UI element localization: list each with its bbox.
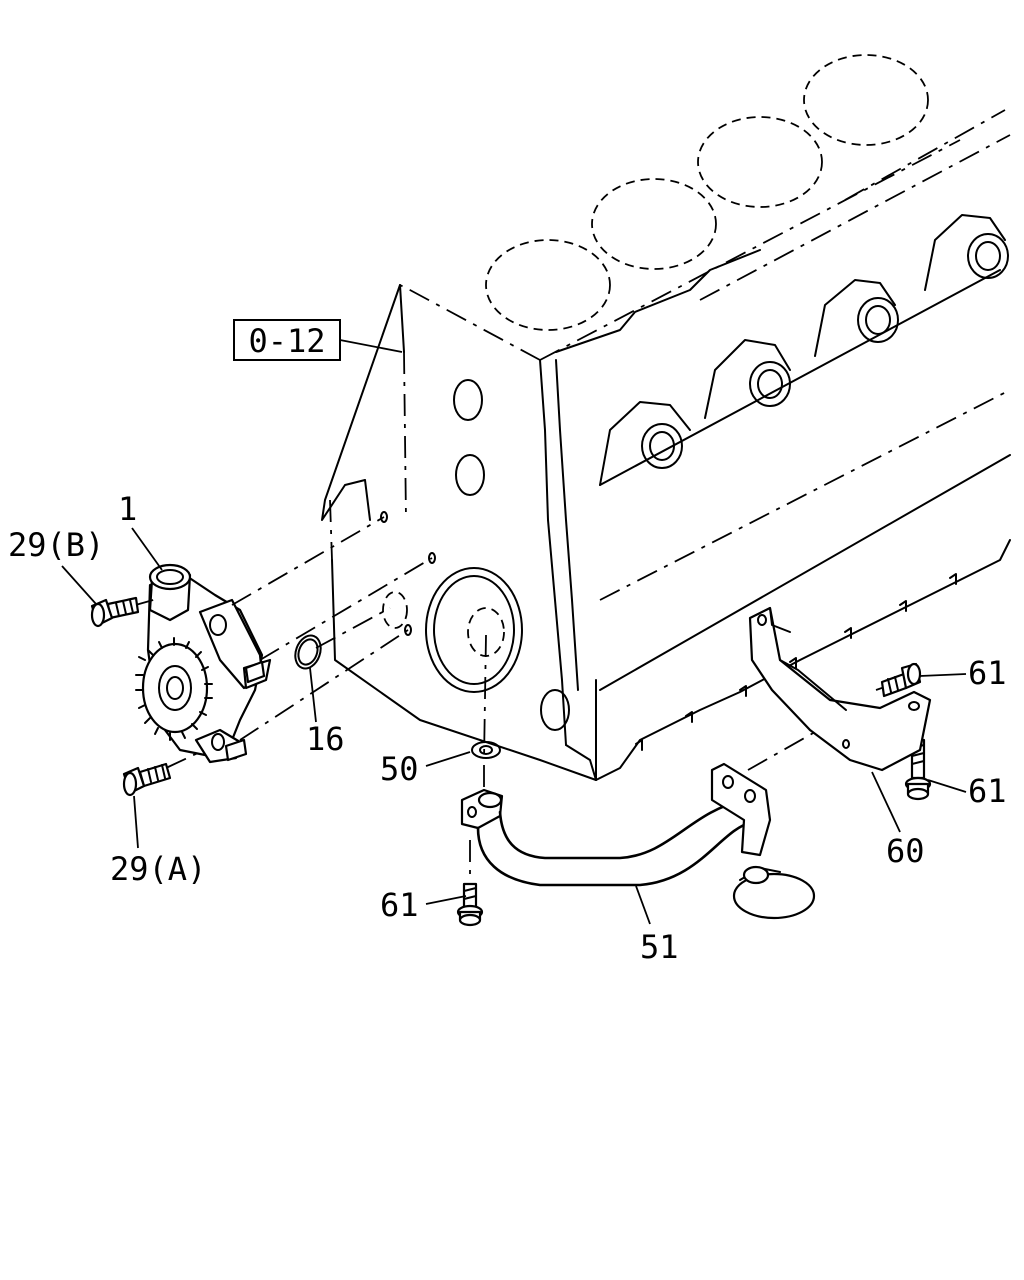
block-face-hole-3 xyxy=(540,689,570,731)
reference-box-label: 0-12 xyxy=(248,322,325,360)
callout-label: 61 xyxy=(968,654,1007,692)
callout-label: 29(A) xyxy=(110,850,206,888)
block-face-hole-4 xyxy=(382,591,408,629)
bolt-61-lower xyxy=(456,882,484,927)
callout-1: 1 xyxy=(118,490,163,571)
bolt-29a xyxy=(122,762,172,797)
callout-label: 16 xyxy=(306,720,345,758)
callout-61-lower: 61 xyxy=(380,886,467,924)
cylinder-bore-1 xyxy=(485,239,611,331)
oil-pump-gear xyxy=(135,637,213,741)
crankshaft-boss xyxy=(425,567,523,693)
cylinder-bore-3 xyxy=(697,116,823,208)
callout-label: 1 xyxy=(118,490,137,528)
callout-50: 50 xyxy=(380,750,471,788)
oil-strainer-pipe xyxy=(460,762,816,920)
callout-label: 50 xyxy=(380,750,419,788)
cylinder-bore-2 xyxy=(591,178,717,270)
callout-29b: 29(B) xyxy=(8,526,104,605)
callout-61-upper: 61 xyxy=(919,654,1007,692)
bolt-61-right xyxy=(904,738,932,801)
bracket xyxy=(748,606,932,772)
callout-60: 60 xyxy=(871,771,925,870)
callout-label: 61 xyxy=(968,772,1007,810)
oil-pump xyxy=(135,563,272,764)
bolt-61-upper xyxy=(880,662,922,698)
callout-label: 29(B) xyxy=(8,526,104,564)
engine-block xyxy=(321,54,1011,781)
cylinder-bore-4 xyxy=(803,54,929,146)
o-ring xyxy=(294,634,322,670)
callout-61-right: 61 xyxy=(927,772,1007,810)
callout-label: 51 xyxy=(640,928,679,966)
reference-box[interactable]: 0-12 xyxy=(233,319,341,361)
pump-outlet-port xyxy=(148,563,192,591)
gasket xyxy=(471,741,501,759)
callout-51: 51 xyxy=(635,885,679,966)
callout-29a: 29(A) xyxy=(110,795,206,888)
block-face-hole-1 xyxy=(453,379,483,421)
bolt-29b xyxy=(90,596,140,628)
block-face-hole-2 xyxy=(455,454,485,496)
callout-16: 16 xyxy=(306,667,345,758)
callout-label: 60 xyxy=(886,832,925,870)
callout-label: 61 xyxy=(380,886,419,924)
strainer-screen xyxy=(732,872,816,920)
